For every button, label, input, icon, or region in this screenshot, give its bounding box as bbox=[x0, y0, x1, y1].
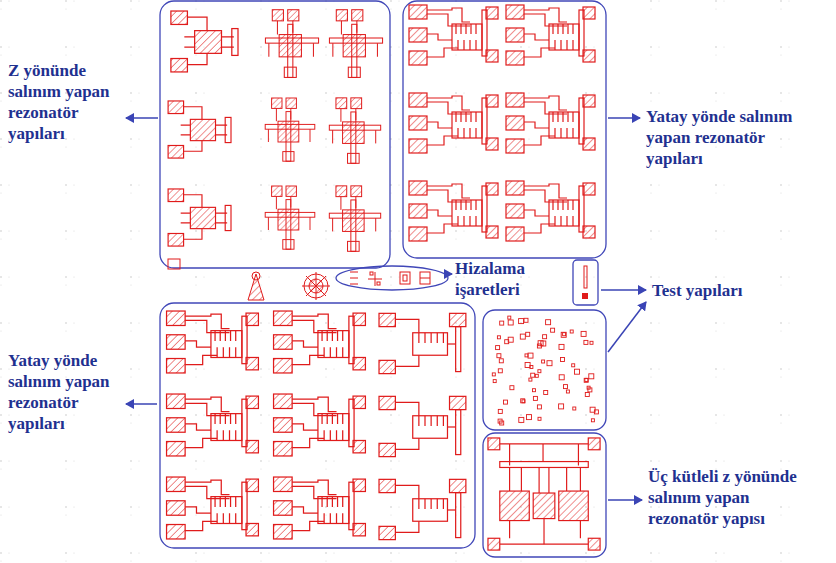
region-label: Test yapıları bbox=[652, 280, 822, 301]
region-label: Z yönünde salınım yapan rezonatör yapıla… bbox=[8, 60, 124, 144]
region-label: Üç kütleli z yönünde salınım yapan rezon… bbox=[648, 466, 808, 529]
region-label: Hizalama işaretleri bbox=[455, 258, 555, 300]
region-label: Yatay yönde salınım yapan rezonatör yapı… bbox=[8, 350, 124, 434]
region-label: Yatay yönde salınım yapan rezonatör yapı… bbox=[646, 106, 806, 169]
